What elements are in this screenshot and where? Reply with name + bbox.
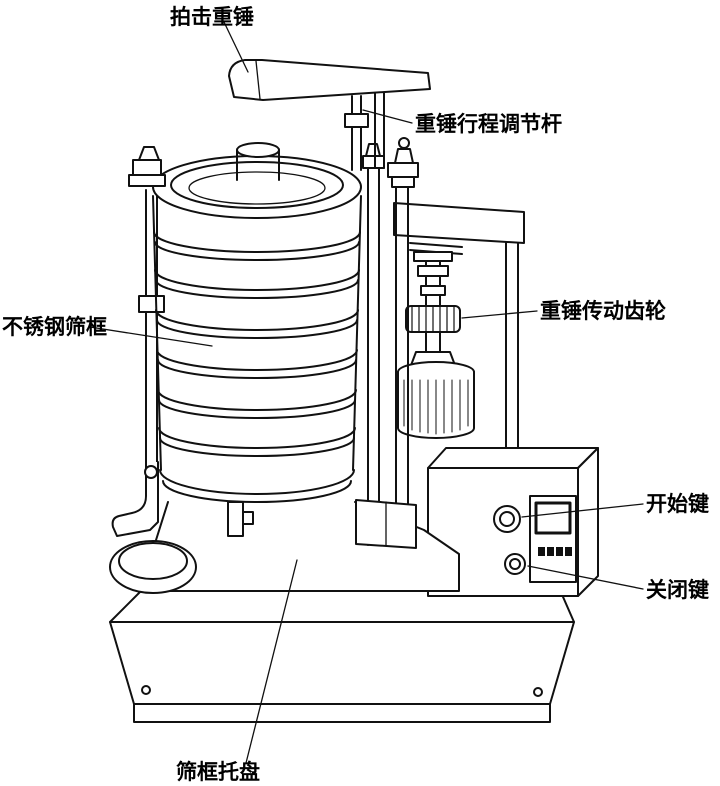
leader-sieve-frame (89, 326, 213, 347)
release-lever (111, 461, 159, 537)
control-box-top (427, 447, 599, 469)
foot-pedal (109, 540, 197, 594)
display-segment-keys (538, 547, 572, 556)
sieve-rim (153, 231, 361, 253)
label-start-key: 开始键 (646, 492, 709, 516)
drain-spout (227, 501, 244, 537)
stop-button (504, 553, 526, 575)
leader-drive-gear (461, 310, 538, 319)
stack-bottom-rim (159, 469, 355, 495)
rod-coupler (138, 295, 165, 313)
labels: 拍击重锤 重锤行程调节杆 不锈钢筛框 重锤传动齿轮 开始键 关闭键 筛框托盘 (2, 5, 709, 784)
sieve-rim (156, 349, 358, 371)
machine-base (109, 589, 575, 723)
right-posts (362, 143, 409, 546)
leader-lines (89, 21, 644, 764)
motor-hatching (403, 379, 469, 435)
gear-assembly (397, 251, 475, 439)
leader-hammer (223, 21, 249, 73)
sieve-rim (158, 427, 356, 449)
top-rim (152, 142, 362, 219)
leader-start-key (521, 503, 644, 518)
post-cap (362, 155, 385, 169)
label-sieve-frame: 不锈钢筛框 (2, 315, 107, 339)
label-drive-gear: 重锤传动齿轮 (540, 299, 666, 323)
post-bolt (365, 143, 381, 157)
leader-stop-key (527, 565, 644, 590)
label-tray: 筛框托盘 (176, 760, 260, 784)
leader-tray (245, 559, 298, 764)
rod-adjust-collar (344, 113, 369, 128)
label-stop-key: 关闭键 (646, 578, 709, 602)
shaft-collar (413, 251, 453, 262)
left-clamp (128, 146, 166, 187)
right-clamp (387, 137, 419, 188)
label-stroke-adjust-rod: 重锤行程调节杆 (415, 112, 562, 136)
shaft-collar (417, 265, 449, 277)
lever-pivot (144, 465, 158, 479)
gear-teeth (411, 306, 455, 332)
clamp-bolt (398, 137, 410, 149)
base-foot-hole-left (141, 685, 151, 695)
sieve-rim (154, 269, 360, 291)
hammer-assembly (228, 59, 431, 171)
base-skirt (109, 621, 575, 705)
center-cap (236, 142, 280, 158)
start-button-center (499, 511, 515, 527)
rear-frame-top (393, 202, 525, 244)
hammer-bracket (355, 499, 417, 549)
leader-stroke-rod (362, 109, 413, 124)
label-hammer: 拍击重锤 (170, 5, 254, 29)
start-button (493, 505, 521, 533)
display-screen (534, 501, 572, 535)
sieve-stack (152, 195, 362, 537)
stop-button-center (509, 558, 521, 570)
sieve-rim (155, 309, 359, 331)
sieve-rim (157, 389, 357, 411)
left-support-rod (111, 189, 165, 537)
shaft-collar (420, 285, 446, 296)
hammer-beam (228, 59, 431, 101)
rear-frame (393, 202, 525, 453)
control-box-side (577, 447, 599, 597)
base-foot-hole-right (533, 687, 543, 697)
base-bottom-band (133, 703, 551, 723)
